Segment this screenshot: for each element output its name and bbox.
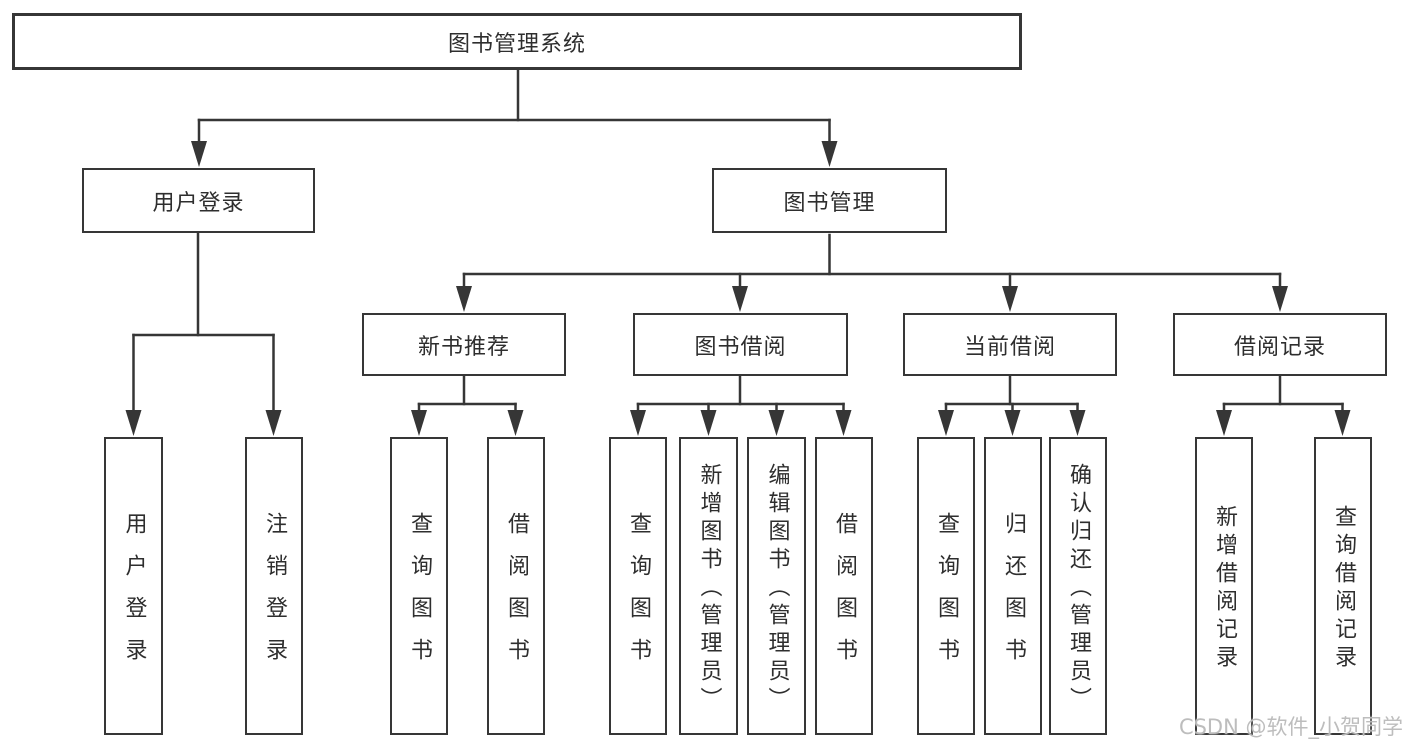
connector-arrowhead <box>1334 410 1351 436</box>
node-current-borrow: 当前借阅 <box>903 313 1117 376</box>
node-label: 用户登录 <box>152 190 245 216</box>
node-label: 图书借阅 <box>694 334 787 360</box>
node-new-book-recommend: 新书推荐 <box>362 313 566 376</box>
node-label: 查询图书 <box>407 512 432 680</box>
connector-arrowhead <box>1216 410 1232 436</box>
connector-arrowhead <box>768 410 785 436</box>
watermark: CSDN @软件_小贺同学 <box>1178 715 1403 739</box>
node-leaf-query-book-3: 查询图书 <box>917 437 975 735</box>
connector-arrowhead <box>835 410 852 436</box>
connector-arrowhead <box>938 410 954 436</box>
connector-arrowhead <box>265 410 282 436</box>
node-leaf-add-book-admin: 新增图书（管理员） <box>679 437 738 735</box>
node-leaf-edit-book-admin: 编辑图书（管理员） <box>747 437 806 735</box>
node-leaf-borrow-book-2: 借阅图书 <box>815 437 873 735</box>
connector-arrowhead <box>191 141 207 167</box>
connector-arrowhead <box>630 410 646 436</box>
node-label: 新增借阅记录 <box>1212 505 1237 673</box>
node-leaf-borrow-book-1: 借阅图书 <box>487 437 545 735</box>
connector-arrowhead <box>1069 410 1086 436</box>
connector-arrowhead <box>1004 410 1021 436</box>
node-label: 查询图书 <box>626 512 651 680</box>
node-leaf-query-book-2: 查询图书 <box>609 437 667 735</box>
connector-arrowhead <box>411 410 427 436</box>
node-label: 借阅记录 <box>1233 334 1326 360</box>
node-borrow-record: 借阅记录 <box>1173 313 1387 376</box>
node-leaf-user-login: 用户登录 <box>104 437 163 735</box>
node-leaf-confirm-return-admin: 确认归还（管理员） <box>1049 437 1107 735</box>
connector-arrowhead <box>456 286 472 312</box>
connector-arrowhead <box>1002 286 1018 312</box>
node-book-borrow: 图书借阅 <box>633 313 848 376</box>
node-leaf-query-borrow-record: 查询借阅记录 <box>1314 437 1372 735</box>
node-root-book-management-system: 图书管理系统 <box>12 13 1022 70</box>
connector-arrowhead <box>1272 286 1288 312</box>
node-label: 当前借阅 <box>963 334 1056 360</box>
node-label: 图书管理 <box>783 190 876 216</box>
node-label: 借阅图书 <box>832 512 857 680</box>
node-label: 归还图书 <box>1001 512 1026 680</box>
node-user-login: 用户登录 <box>82 168 315 233</box>
node-leaf-query-book-1: 查询图书 <box>390 437 448 735</box>
connector-arrowhead <box>821 141 838 167</box>
node-label: 编辑图书（管理员） <box>764 463 790 715</box>
node-book-management: 图书管理 <box>712 168 947 233</box>
node-label: 用户登录 <box>121 512 147 680</box>
node-label: 借阅图书 <box>504 512 529 680</box>
node-label: 注销登录 <box>262 512 287 680</box>
node-leaf-add-borrow-record: 新增借阅记录 <box>1195 437 1253 735</box>
connector-arrowhead <box>700 410 717 436</box>
node-leaf-logout: 注销登录 <box>245 437 303 735</box>
node-label: 新增图书（管理员） <box>696 463 722 715</box>
node-label: 图书管理系统 <box>447 31 586 57</box>
connector-arrowhead <box>507 410 524 436</box>
node-label: 查询图书 <box>934 512 959 680</box>
connector-arrowhead <box>125 410 142 436</box>
node-leaf-return-book: 归还图书 <box>984 437 1042 735</box>
node-label: 查询借阅记录 <box>1331 505 1356 673</box>
node-label: 新书推荐 <box>417 334 510 360</box>
connector-arrowhead <box>732 286 748 312</box>
node-label: 确认归还（管理员） <box>1066 463 1091 715</box>
